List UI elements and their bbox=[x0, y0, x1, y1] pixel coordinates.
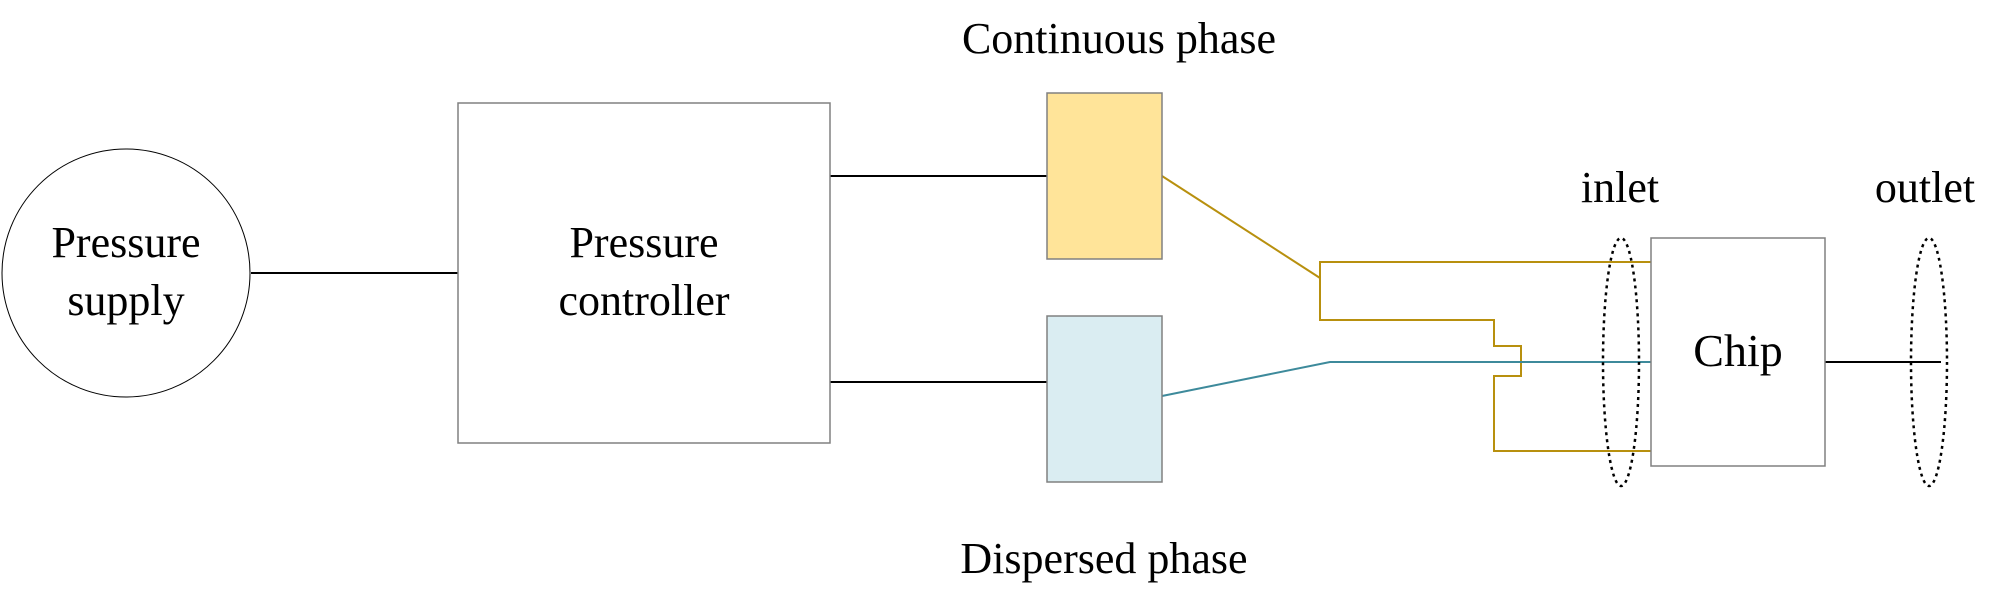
pressure-supply-label-line2: supply bbox=[67, 276, 184, 325]
pressure-controller-box bbox=[457, 102, 831, 444]
inlet-ellipse bbox=[1601, 236, 1641, 488]
chip-label: Chip bbox=[1693, 325, 1782, 376]
pressure-controller-label-line1: Pressure bbox=[569, 218, 718, 267]
outlet-ellipse bbox=[1909, 236, 1949, 488]
continuous-phase-tubing-upper bbox=[1161, 175, 1651, 280]
continuous-phase-label: Continuous phase bbox=[962, 14, 1276, 63]
outlet-label: outlet bbox=[1875, 163, 1975, 212]
dispersed-phase-tubing bbox=[1161, 361, 1651, 397]
chip-box bbox=[1650, 237, 1826, 467]
continuous-phase-tubing-lower bbox=[1319, 278, 1651, 452]
pressure-supply-circle bbox=[1, 148, 251, 398]
pressure-controller-label-line2: controller bbox=[558, 276, 729, 325]
dispersed-phase-reservoir bbox=[1046, 315, 1163, 483]
dispersed-phase-label: Dispersed phase bbox=[960, 534, 1247, 583]
pressure-supply-label-line1: Pressure bbox=[51, 218, 200, 267]
continuous-phase-reservoir bbox=[1046, 92, 1163, 260]
inlet-label: inlet bbox=[1581, 163, 1659, 212]
